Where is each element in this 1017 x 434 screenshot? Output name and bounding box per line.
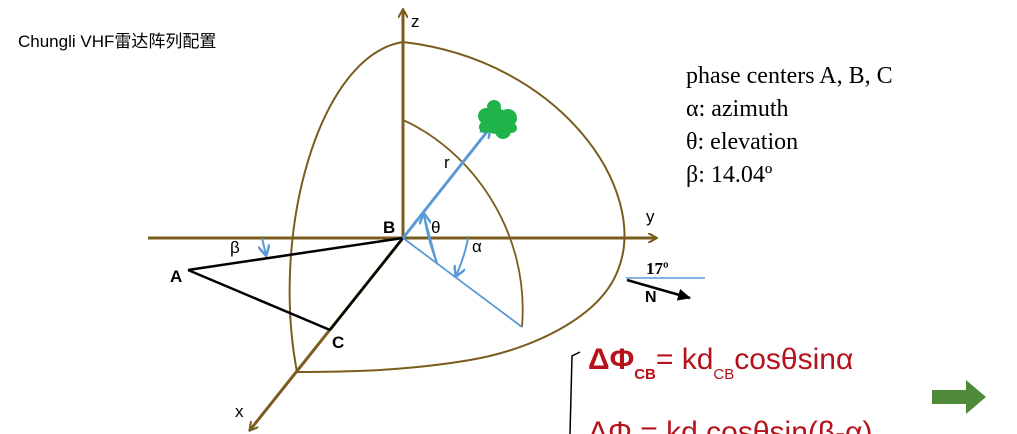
slide-title: Chungli VHF雷达阵列配置: [18, 32, 217, 51]
point-b-label: B: [383, 218, 395, 237]
next-arrow-icon: [932, 380, 986, 414]
alpha-arc: [456, 237, 469, 276]
formula-eq: = kd: [655, 343, 714, 376]
range-label: r: [444, 153, 450, 172]
z-axis-label: z: [411, 12, 420, 31]
legend-line: α: azimuth: [686, 96, 789, 122]
hemisphere-outline: [296, 41, 626, 373]
north-angle-label: 17º: [646, 259, 669, 278]
formula-delta-phi-subscript: CB: [634, 366, 656, 383]
range-vector: [401, 128, 490, 239]
legend-line: phase centers A, B, C: [686, 63, 893, 89]
legend: phase centers A, B, C α: azimuth θ: elev…: [686, 60, 893, 192]
second-formula-partial: ΔΦ = kd cosθsin(β-α): [588, 416, 873, 434]
point-a-label: A: [170, 267, 182, 286]
theta-arc: [424, 214, 438, 264]
beta-arc: [262, 237, 266, 255]
theta-label: θ: [431, 218, 440, 237]
baseline-bc: [329, 237, 404, 331]
legend-line: θ: elevation: [686, 129, 799, 155]
north-arrow: [626, 278, 691, 301]
projection-line: [402, 237, 523, 328]
point-c-label: C: [332, 333, 344, 352]
target-blob: [478, 100, 517, 139]
beta-label: β: [230, 238, 240, 257]
legend-line: β: 14.04º: [686, 162, 773, 188]
baseline-ab: [187, 236, 404, 272]
x-axis-label: x: [235, 402, 244, 421]
formula-d-subscript: CB: [713, 366, 735, 383]
formula-tail: cosθsinα: [734, 343, 854, 376]
hemisphere-outline: [288, 41, 404, 373]
baseline-ac: [187, 268, 331, 332]
alpha-label: α: [472, 237, 482, 256]
hemisphere-arc: [402, 119, 524, 328]
phase-difference-formula: ΔΦCB= kdCBcosθsinα: [588, 343, 853, 383]
formula-bracket: [569, 351, 581, 434]
formula-delta-phi: ΔΦ: [588, 343, 635, 376]
y-axis-label: y: [646, 207, 655, 226]
north-label: N: [645, 289, 657, 306]
